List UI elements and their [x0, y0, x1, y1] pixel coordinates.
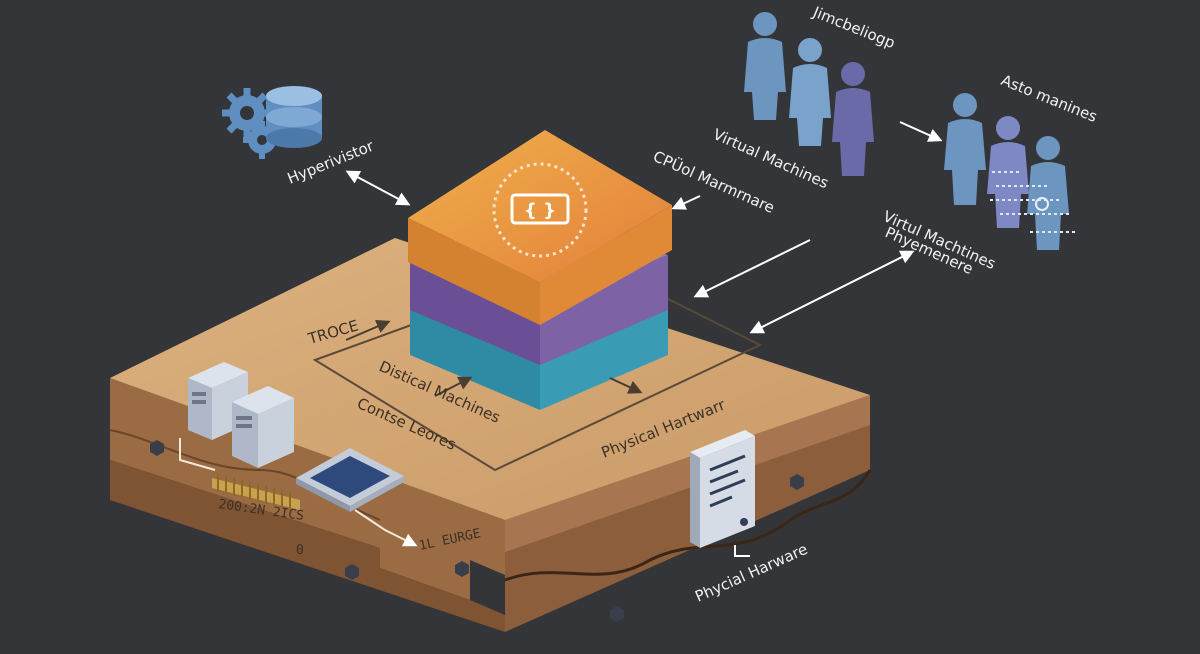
label-zero: 0 [296, 543, 304, 558]
virtualization-stack: { } [408, 130, 672, 410]
server-connector [179, 438, 216, 471]
chip-emblem-icon: { } [492, 162, 588, 258]
label-group-top: Jimcbeliogp [810, 3, 898, 53]
arrow-phyemenere [749, 250, 915, 334]
platform-right-face-top-band [505, 395, 870, 552]
user-group-icon-2 [944, 93, 1075, 250]
cpu-connector [354, 509, 418, 547]
arrow-troce [345, 319, 391, 341]
arrow-hardware-inner [609, 377, 643, 394]
soil-seam [504, 469, 872, 582]
label-physical-hardware-bottom: Phycial Harware [692, 540, 810, 606]
hypervisor-block-top [408, 130, 672, 282]
user-group-icon [744, 12, 874, 176]
cpu-chip-icon [296, 448, 404, 512]
platform-left-face-lower [110, 460, 505, 632]
arrow-virtual-machines [693, 239, 811, 298]
gear-icon [222, 88, 281, 159]
server-icon-2 [232, 386, 294, 468]
document-panel-icon [690, 430, 755, 548]
doc-connector [734, 545, 750, 557]
arrows [345, 121, 943, 334]
memory-strip-icon [212, 474, 300, 510]
arrow-distical [434, 376, 473, 397]
database-icon [266, 86, 322, 148]
arrow-cpu-manager [671, 195, 701, 210]
platform-bolts [150, 440, 804, 622]
svg-text:{ }: { } [524, 200, 556, 221]
inner-arrows [345, 319, 643, 397]
circuit-overlay-icon [990, 171, 1075, 233]
arrow-hypervisor [345, 170, 411, 206]
arrow-people-right [899, 121, 943, 142]
